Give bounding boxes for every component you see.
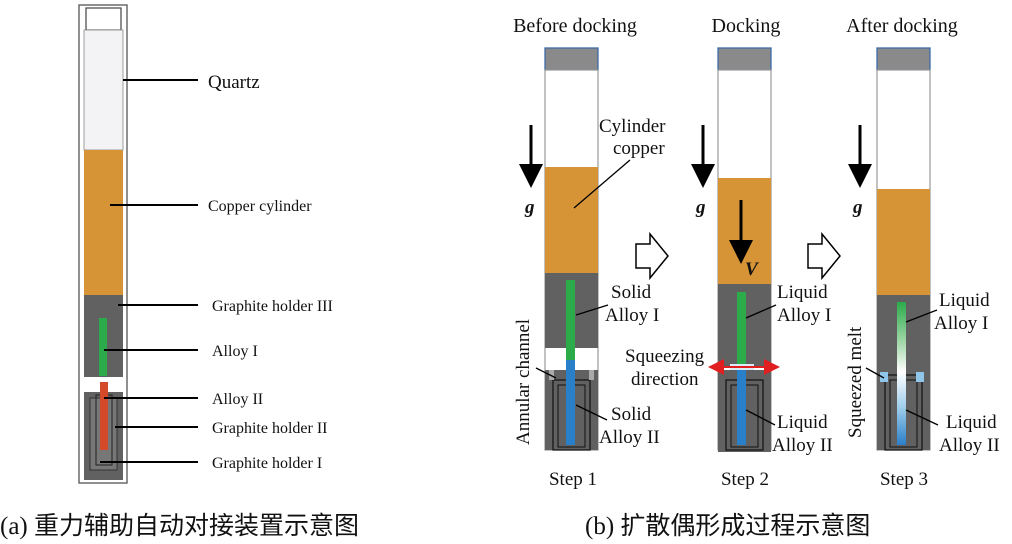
top-cap — [876, 47, 931, 71]
panel-b-process: Before docking Docking After docking — [513, 15, 1000, 490]
step-2-assembly — [708, 47, 780, 452]
stage-title-3: After docking — [846, 15, 958, 37]
copper-cylinder — [84, 150, 123, 295]
solid-alloy-i — [566, 280, 575, 370]
quartz-top-cap — [85, 7, 122, 31]
label-annular-channel: Annular channel — [513, 319, 534, 445]
label-direction: direction — [631, 369, 699, 390]
label-copper: copper — [613, 138, 665, 159]
velocity-label: V — [745, 259, 759, 280]
caption-panel-b: (b) 扩散偶形成过程示意图 — [585, 513, 871, 540]
label-cylinder: Cylinder — [599, 116, 666, 137]
label-graphite-holder-ii: Graphite holder II — [212, 420, 328, 437]
label-copper-cylinder: Copper cylinder — [208, 198, 312, 215]
liquid-alloy-i — [737, 292, 746, 364]
label-quartz: Quartz — [208, 72, 260, 93]
process-arrow-1 — [635, 231, 669, 281]
step-1-assembly — [544, 47, 599, 451]
label-solid-1: Solid — [611, 282, 652, 303]
label-squeezed-melt: Squeezed melt — [845, 326, 866, 438]
label-liquid-alloy-i-s3: Alloy I — [934, 313, 988, 334]
copper-block — [877, 189, 930, 295]
squeezed-melt-right — [916, 372, 924, 382]
top-cap — [717, 47, 772, 71]
label-liquid-alloy-ii: Alloy II — [772, 435, 833, 456]
copper-block — [718, 178, 771, 284]
label-liquid-alloy-ii-s3: Alloy II — [939, 435, 1000, 456]
step-3-assembly — [876, 47, 931, 451]
solid-alloy-ii — [566, 360, 575, 445]
quartz-inner — [83, 29, 124, 151]
alloy-ii-rod — [100, 382, 108, 450]
label-graphite-holder-iii: Graphite holder III — [212, 298, 333, 315]
gravity-label-2: g — [695, 197, 706, 218]
process-arrow-2 — [807, 231, 841, 281]
label-solid-alloy-ii: Alloy II — [599, 427, 660, 448]
label-graphite-holder-i: Graphite holder I — [212, 455, 322, 472]
label-liquid-2: Liquid — [777, 412, 828, 433]
stage-title-2: Docking — [712, 15, 781, 37]
step-label-1: Step 1 — [549, 469, 597, 490]
label-alloy-ii: Alloy II — [212, 391, 263, 408]
top-cap — [544, 47, 599, 71]
label-liquid-1: Liquid — [777, 282, 828, 303]
step-label-2: Step 2 — [721, 469, 769, 490]
liquid-alloy-ii-mixed — [897, 372, 906, 445]
gravity-label-3: g — [852, 197, 863, 218]
step-label-3: Step 3 — [880, 469, 928, 490]
gravity-label-1: g — [524, 197, 535, 218]
label-liquid-alloy-i: Alloy I — [777, 305, 831, 326]
label-liquid-4: Liquid — [946, 412, 997, 433]
label-solid-alloy-i: Alloy I — [605, 305, 659, 326]
alloy-i-rod — [99, 318, 107, 376]
stage-title-1: Before docking — [513, 15, 637, 37]
liquid-alloy-ii — [737, 369, 746, 445]
copper-block — [545, 167, 598, 273]
squeezed-melt-left — [880, 372, 888, 382]
label-liquid-3: Liquid — [939, 290, 990, 311]
label-solid-2: Solid — [611, 404, 652, 425]
liquid-alloy-i-mixed — [897, 302, 906, 372]
caption-panel-a: (a) 重力辅助自动对接装置示意图 — [0, 513, 359, 540]
label-squeezing: Squeezing — [625, 346, 705, 367]
label-alloy-i: Alloy I — [212, 343, 258, 360]
panel-a-apparatus: Quartz Copper cylinder Graphite holder I… — [78, 4, 333, 484]
